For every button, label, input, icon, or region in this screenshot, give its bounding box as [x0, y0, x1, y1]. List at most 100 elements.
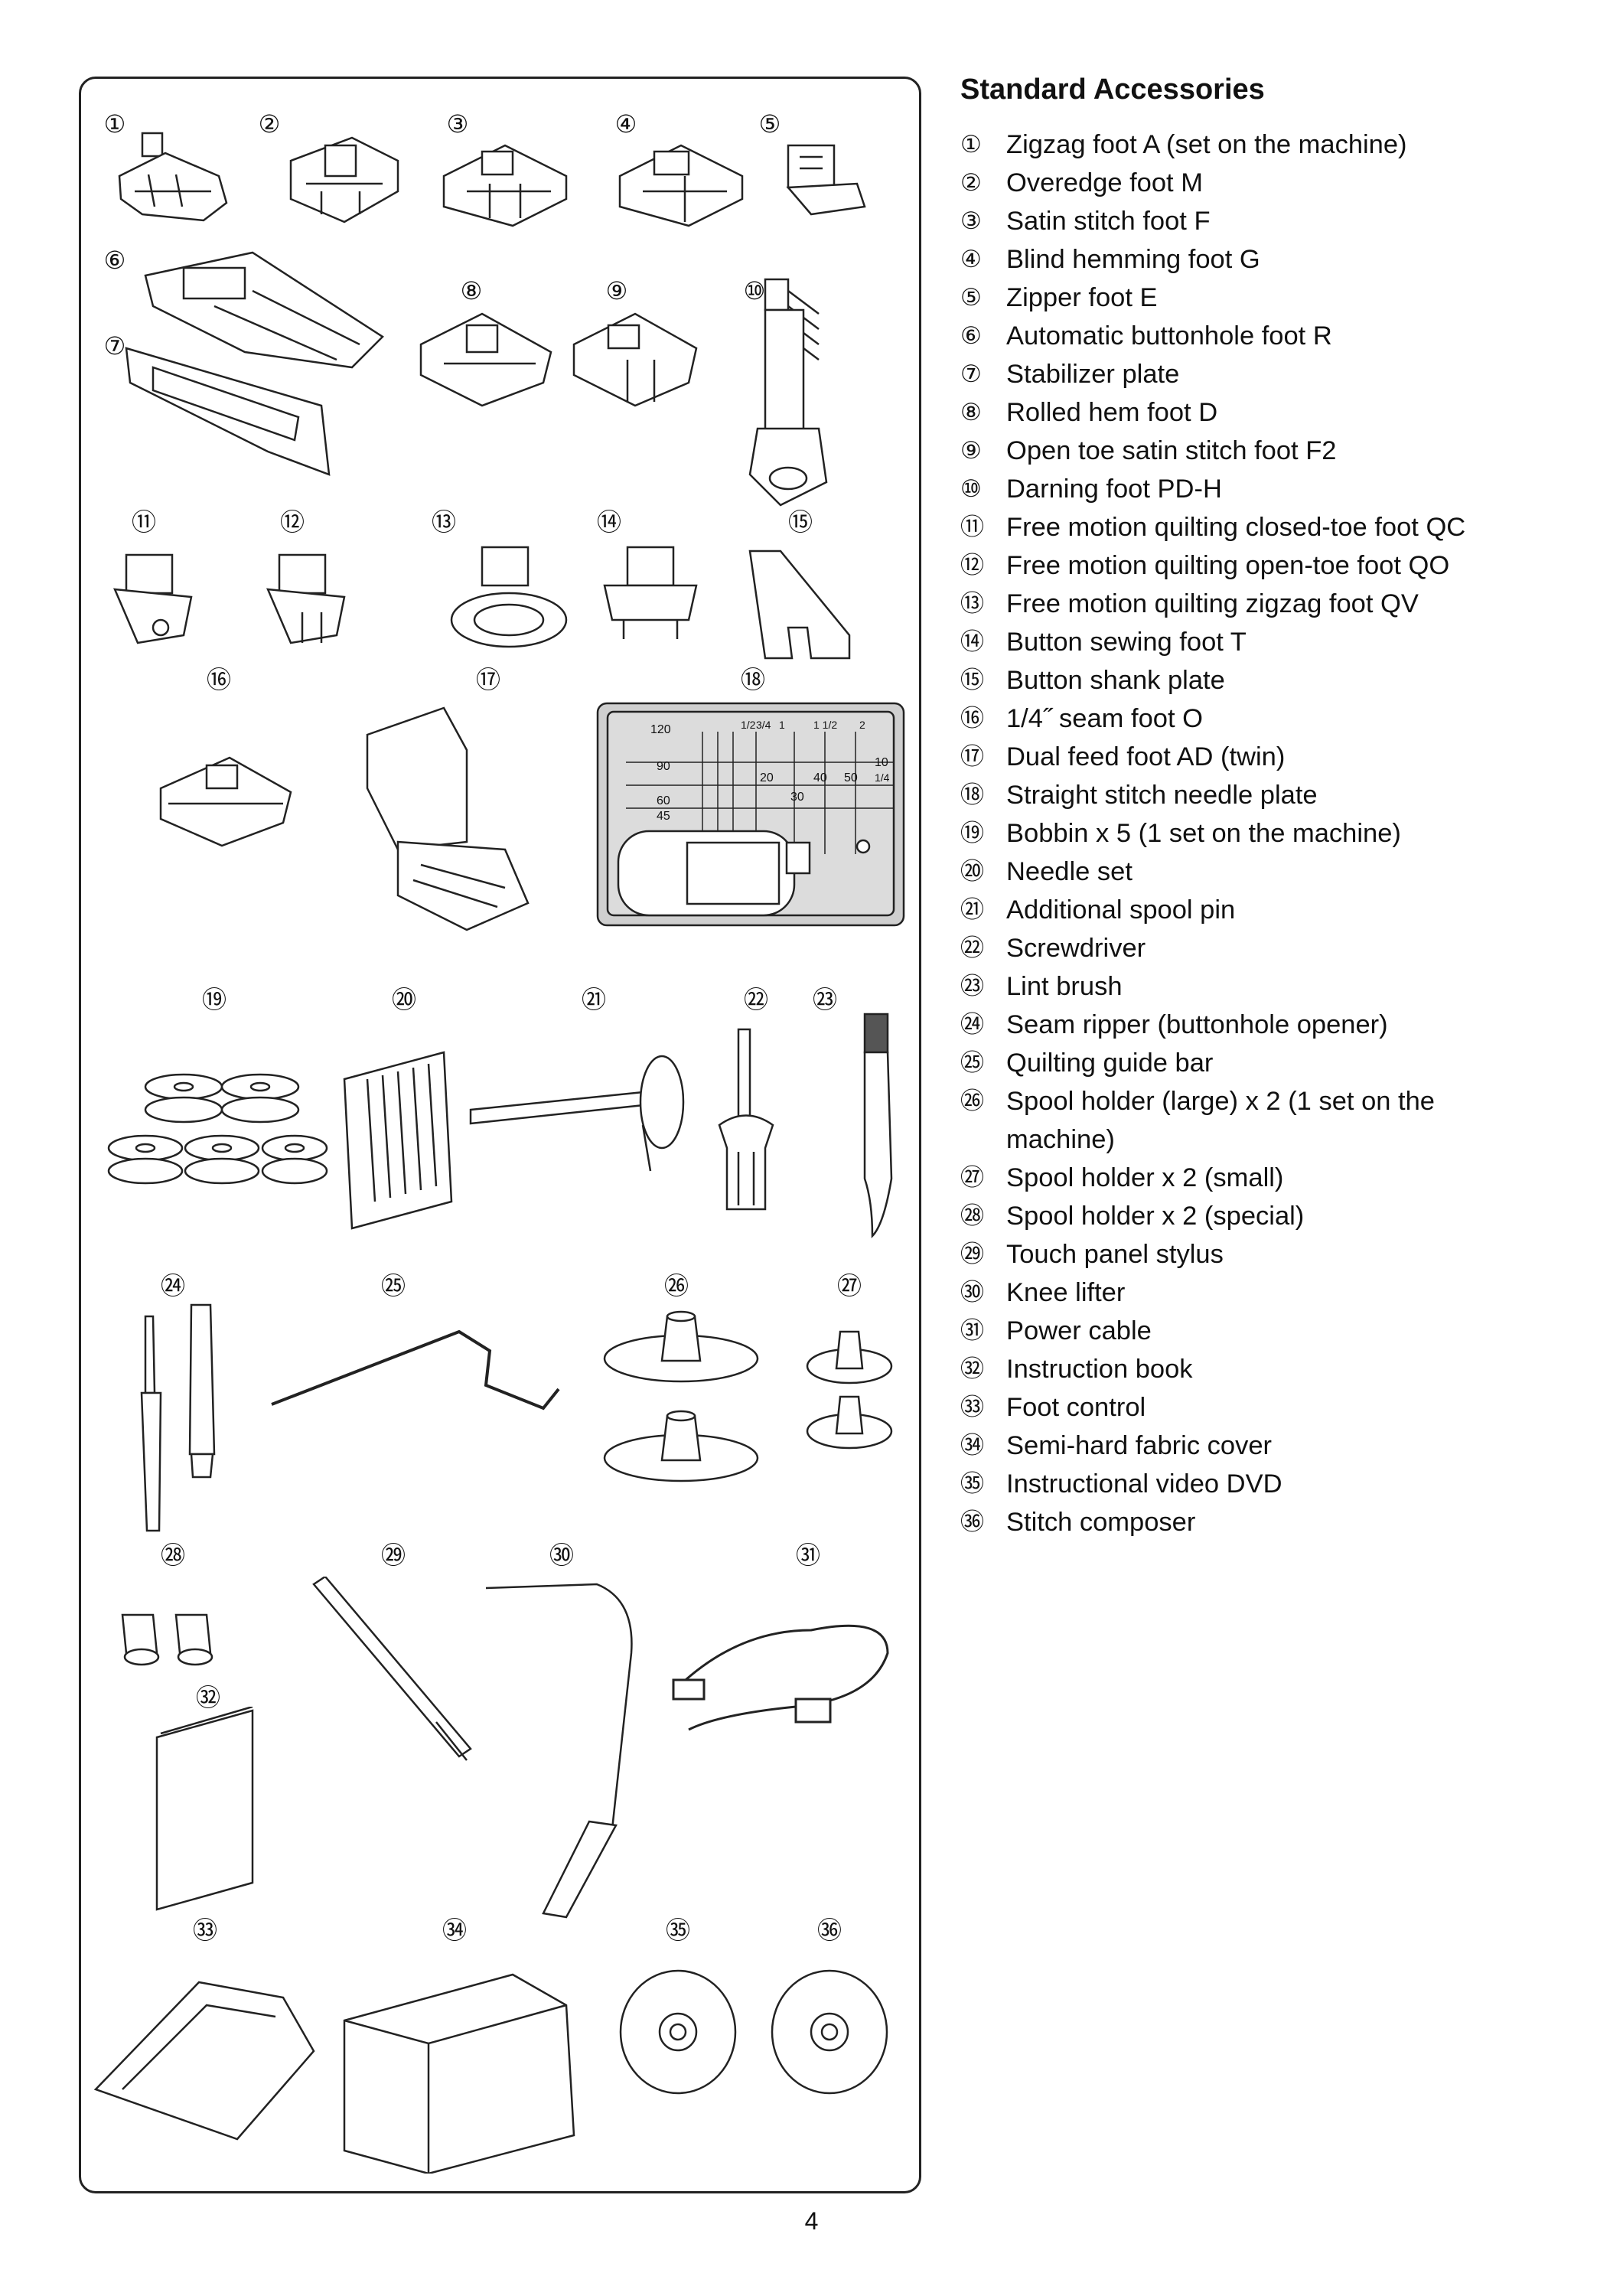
spool-holders-large-drawing [597, 1301, 765, 1492]
accessory-name: Stitch composer [1006, 1508, 1196, 1537]
callout-13: ⑬ [431, 507, 457, 536]
satin-stitch-foot-f-drawing [436, 138, 574, 230]
quilting-open-toe-foot-qo-drawing [260, 551, 352, 651]
accessory-name: Spool holder x 2 (small) [1006, 1163, 1284, 1192]
blind-hemming-foot-g-drawing [612, 138, 750, 230]
accessory-number: ⑭ [960, 628, 984, 656]
accessory-number: ㉙ [960, 1241, 984, 1268]
bobbins-drawing [107, 1064, 329, 1209]
accessory-name: Touch panel stylus [1006, 1240, 1224, 1269]
accessory-number: ㉟ [960, 1470, 984, 1498]
accessory-name: Button sewing foot T [1006, 628, 1247, 657]
accessory-name: Additional spool pin [1006, 895, 1236, 925]
accessory-number: ㉛ [960, 1317, 984, 1345]
instructional-dvd-drawing [617, 1967, 739, 2097]
needle-plate-label: 3/4 [756, 719, 771, 731]
needle-plate-label: 50 [844, 771, 858, 784]
needle-plate-label: 120 [650, 723, 671, 736]
accessory-number: ⑪ [960, 514, 984, 541]
additional-spool-pin-drawing [467, 1049, 712, 1186]
automatic-buttonhole-foot-r-drawing [138, 245, 390, 398]
accessory-name: Semi-hard fabric cover [1006, 1431, 1273, 1460]
callout-17: ⑰ [475, 665, 501, 694]
accessory-list-item: ⑭ Button sewing foot T [960, 623, 1542, 661]
accessory-name: Stabilizer plate [1006, 360, 1180, 389]
callout-15: ⑮ [787, 507, 813, 536]
callout-1: ① [103, 109, 126, 139]
dual-feed-foot-ad-drawing [352, 704, 536, 934]
needle-plate-label: 40 [813, 771, 827, 784]
spool-holders-small-drawing [803, 1324, 895, 1454]
overedge-foot-m-drawing [275, 130, 406, 230]
darning-foot-pd-h-drawing [735, 276, 842, 513]
accessory-number: ㊱ [960, 1508, 984, 1536]
accessory-number: ② [960, 169, 982, 197]
callout-21: ㉑ [581, 985, 607, 1014]
accessory-number: ㉕ [960, 1049, 984, 1077]
needle-plate-label: 1/2 [741, 719, 756, 731]
accessory-number: ③ [960, 207, 982, 235]
accessory-name: Foot control [1006, 1393, 1146, 1422]
knee-lifter-drawing [482, 1577, 643, 1921]
accessory-name: 1/4˝ seam foot O [1006, 704, 1203, 733]
callout-18: ⑱ [740, 665, 766, 694]
needle-plate-label: 1 [779, 719, 785, 731]
needle-plate-label: 30 [790, 791, 804, 804]
accessory-name: Seam ripper (buttonhole opener) [1006, 1010, 1388, 1039]
open-toe-satin-foot-f2-drawing [566, 306, 704, 413]
section-heading: Standard Accessories [960, 73, 1265, 106]
callout-31: ㉛ [795, 1541, 821, 1570]
accessory-list-item: ② Overedge foot M [960, 164, 1542, 202]
accessory-name: Instruction book [1006, 1355, 1193, 1384]
accessory-name: Quilting guide bar [1006, 1049, 1214, 1078]
quilting-closed-toe-foot-qc-drawing [107, 551, 199, 651]
accessory-name: Darning foot PD-H [1006, 475, 1222, 504]
accessory-number: ⑦ [960, 360, 982, 388]
accessory-number: ⑤ [960, 284, 982, 311]
callout-35: ㉟ [665, 1916, 691, 1945]
zipper-foot-e-drawing [765, 138, 872, 230]
needle-plate-label: 20 [760, 771, 774, 784]
callout-27: ㉗ [836, 1271, 862, 1300]
accessory-number: ㉔ [960, 1011, 984, 1039]
callout-22: ㉒ [743, 985, 769, 1014]
quilting-zigzag-foot-qv-drawing [444, 543, 574, 651]
accessory-name: Straight stitch needle plate [1006, 781, 1318, 810]
callout-24: ㉔ [160, 1271, 186, 1300]
lint-brush-drawing [849, 1010, 903, 1240]
accessory-name: Needle set [1006, 857, 1133, 886]
quilting-guide-bar-drawing [268, 1316, 566, 1424]
accessory-number: ㉒ [960, 934, 984, 962]
accessory-name: Overedge foot M [1006, 168, 1203, 197]
callout-26: ㉖ [663, 1271, 689, 1300]
accessory-name: Blind hemming foot G [1006, 245, 1260, 274]
needle-plate-label: 45 [657, 810, 670, 823]
accessory-number: ⑫ [960, 552, 984, 579]
callout-19: ⑲ [201, 985, 227, 1014]
accessory-number: ⑬ [960, 590, 984, 618]
accessory-name: Open toe satin stitch foot F2 [1006, 436, 1337, 465]
accessory-number: ⑩ [960, 475, 982, 503]
touch-panel-stylus-drawing [306, 1577, 482, 1768]
callout-6: ⑥ [103, 246, 126, 275]
callout-20: ⑳ [391, 985, 417, 1014]
accessory-name: Button shank plate [1006, 666, 1225, 695]
accessory-name: Bobbin x 5 (1 set on the machine) [1006, 819, 1401, 848]
callout-36: ㊱ [816, 1916, 842, 1945]
